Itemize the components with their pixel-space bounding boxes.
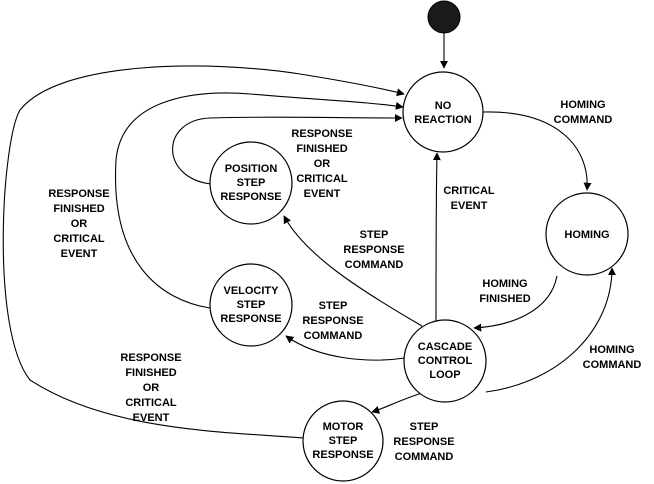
label-step-response-command-position: STEP RESPONSE COMMAND — [343, 229, 404, 271]
state-no-reaction: NO REACTION — [402, 71, 484, 153]
edge-label-line: OR — [143, 382, 160, 394]
state-label-line: RESPONSE — [220, 313, 281, 325]
edge-label-line: COMMAND — [554, 114, 613, 126]
edge-label-line: CRITICAL — [296, 173, 348, 185]
edge-label-line: COMMAND — [583, 359, 642, 371]
state-label-line: STEP — [237, 177, 266, 189]
edge-label-line: OR — [314, 158, 331, 170]
state-velocity-step-response: VELOCITY STEP RESPONSE — [209, 263, 293, 347]
state-label-line: HOMING — [564, 229, 609, 241]
edge-label-line: RESPONSE — [48, 188, 109, 200]
state-label-line: VELOCITY — [223, 285, 279, 297]
edge-label-line: CRITICAL — [443, 185, 495, 197]
state-label-line: POSITION — [225, 163, 278, 175]
state-homing: HOMING — [545, 192, 629, 276]
edge-cascade-to-motor-step — [371, 392, 423, 414]
edge-label-line: HOMING — [560, 99, 605, 111]
state-label-line: NO — [435, 100, 452, 112]
edge-no-reaction-to-homing — [482, 111, 592, 191]
state-label-line: MOTOR — [323, 421, 364, 433]
edge-label-line: RESPONSE — [120, 352, 181, 364]
edge-label-line: EVENT — [304, 188, 341, 200]
state-label-line: RESPONSE — [312, 449, 373, 461]
edge-homing-to-cascade — [473, 275, 558, 332]
edge-cascade-to-homing — [485, 267, 616, 393]
label-response-finished-velocity: RESPONSE FINISHED OR CRITICAL EVENT — [48, 188, 109, 260]
label-homing-command-top: HOMING COMMAND — [554, 99, 613, 126]
edge-label-line: FINISHED — [125, 367, 176, 379]
edge-label-line: STEP — [319, 300, 348, 312]
edge-label-line: FINISHED — [296, 143, 347, 155]
edge-label-line: OR — [71, 218, 88, 230]
state-cascade-control-loop: CASCADE CONTROL LOOP — [403, 319, 487, 403]
edges — [2, 33, 616, 439]
state-motor-step-response: MOTOR STEP RESPONSE — [302, 400, 384, 482]
edge-position-step-to-no-reaction — [172, 113, 403, 185]
edge-label-line: RESPONSE — [291, 128, 352, 140]
state-label-line: RESPONSE — [220, 191, 281, 203]
state-label-line: STEP — [329, 435, 358, 447]
label-step-response-command-motor: STEP RESPONSE COMMAND — [393, 421, 454, 463]
edge-label-line: EVENT — [451, 200, 488, 212]
edge-label-line: RESPONSE — [302, 315, 363, 327]
edge-label-line: STEP — [360, 229, 389, 241]
edge-cascade-to-velocity-step — [285, 335, 406, 361]
edge-label-line: EVENT — [61, 248, 98, 260]
edge-label-line: CRITICAL — [125, 397, 177, 409]
edge-label-line: HOMING — [589, 344, 634, 356]
edge-velocity-step-to-no-reaction — [114, 92, 404, 309]
edge-label-line: COMMAND — [304, 330, 363, 342]
edge-cascade-to-position-step — [283, 215, 423, 327]
state-label-line: LOOP — [429, 369, 460, 381]
edge-label-line: FINISHED — [53, 203, 104, 215]
label-homing-command-bottom: HOMING COMMAND — [583, 344, 642, 371]
state-label-line: STEP — [237, 299, 266, 311]
edge-label-line: COMMAND — [345, 259, 404, 271]
edge-cascade-to-no-reaction — [432, 152, 441, 323]
edge-label-line: STEP — [410, 421, 439, 433]
edge-label-line: CRITICAL — [53, 233, 105, 245]
state-label-line: REACTION — [414, 114, 472, 126]
initial-state-node — [427, 0, 461, 34]
label-step-response-command-velocity: STEP RESPONSE COMMAND — [302, 300, 363, 342]
edge-label-line: RESPONSE — [343, 244, 404, 256]
edge-label-line: COMMAND — [395, 451, 454, 463]
edge-label-line: RESPONSE — [393, 436, 454, 448]
label-homing-finished: HOMING FINISHED — [479, 278, 530, 305]
state-label-line: CASCADE — [418, 341, 472, 353]
edge-label-line: HOMING — [482, 278, 527, 290]
state-label-line: CONTROL — [418, 355, 473, 367]
edge-label-line: EVENT — [133, 412, 170, 424]
label-response-finished-motor: RESPONSE FINISHED OR CRITICAL EVENT — [120, 352, 181, 424]
state-position-step-response: POSITION STEP RESPONSE — [209, 141, 293, 225]
label-critical-event: CRITICAL EVENT — [443, 185, 495, 212]
edge-label-line: FINISHED — [479, 293, 530, 305]
label-response-finished-position: RESPONSE FINISHED OR CRITICAL EVENT — [291, 128, 352, 200]
edge-motor-step-to-no-reaction — [2, 65, 405, 439]
